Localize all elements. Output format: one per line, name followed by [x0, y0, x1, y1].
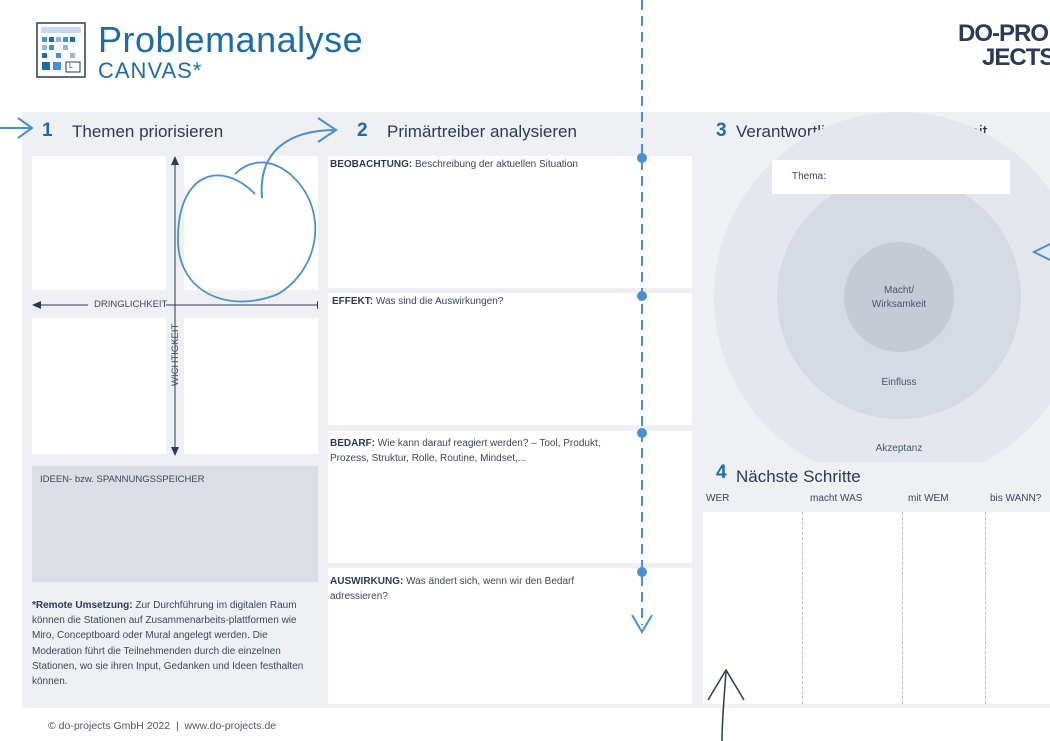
driver-cell-impact[interactable]: [328, 568, 692, 704]
circle-inner-label: Macht/ Wirksamkeit: [871, 285, 927, 310]
section-2-number: 2: [357, 120, 368, 141]
circle-middle-label: Einfluss: [881, 377, 917, 388]
need-bold: BEDARF:: [330, 438, 375, 449]
logo-line-2: JECTS: [982, 44, 1050, 71]
column-divider: [902, 512, 903, 704]
driver-cell-effect[interactable]: [328, 293, 692, 425]
driver-cell-observation[interactable]: [328, 156, 692, 288]
section-4-title: Nächste Schritte: [736, 467, 861, 486]
column-what: macht WAS: [810, 493, 863, 504]
section-1-title: Themen priorisieren: [72, 122, 224, 141]
observation-bold: BEOBACHTUNG:: [330, 159, 413, 170]
impact-desc: Was ändert sich, wenn wir den Bedarf adr…: [330, 576, 575, 602]
driver-cell-need[interactable]: [328, 431, 692, 563]
influence-circles: [714, 112, 1050, 462]
section-1-number: 1: [42, 120, 53, 141]
need-text: BEDARF: Wie kann darauf reagiert werden?…: [330, 436, 630, 466]
column-divider: [985, 512, 986, 704]
company-logo: DO-PRO JECTS: [958, 22, 1050, 72]
footer-copyright: © do-projects GmbH 2022 | www.do-project…: [48, 720, 277, 732]
circle-outer-label: Akzeptanz: [875, 443, 923, 454]
effect-text: EFFEKT: Was sind die Auswirkungen?: [332, 294, 632, 309]
remote-note-text: Zur Durchführung im digitalen Raum könne…: [32, 600, 304, 688]
column-who: WER: [706, 493, 730, 504]
column-with-whom: mit WEM: [908, 493, 949, 504]
remote-note-bold: *Remote Umsetzung:: [32, 600, 133, 611]
canvas-illustration-icon: L: [36, 22, 86, 78]
topic-field[interactable]: [772, 160, 1010, 194]
logo-line-1: DO-PRO: [958, 20, 1049, 47]
impact-bold: AUSWIRKUNG:: [330, 576, 404, 587]
axis-x-label: DRINGLICHKEIT: [94, 299, 168, 310]
section-2-title: Primärtreiber analysieren: [387, 122, 577, 141]
quadrant-bottom-left[interactable]: [32, 318, 166, 454]
impact-text: AUSWIRKUNG: Was ändert sich, wenn wir de…: [330, 574, 600, 604]
quadrant-top-left[interactable]: [32, 156, 166, 290]
ideas-storage-label: IDEEN- bzw. SPANNUNGSSPEICHER: [40, 474, 205, 485]
next-steps-table[interactable]: [703, 512, 1050, 704]
page-title: Problemanalyse: [98, 19, 364, 60]
column-divider: [802, 512, 803, 704]
effect-desc: Was sind die Auswirkungen?: [373, 296, 504, 307]
page-subtitle: CANVAS*: [98, 58, 203, 83]
observation-desc: Beschreibung der aktuellen Situation: [412, 159, 578, 170]
effect-bold: EFFEKT:: [332, 296, 374, 307]
need-desc: Wie kann darauf reagiert werden? – Tool,…: [330, 438, 601, 464]
remote-note: *Remote Umsetzung: Zur Durchführung im d…: [32, 598, 314, 689]
column-when: bis WANN?: [990, 493, 1042, 504]
quadrant-bottom-right[interactable]: [184, 318, 318, 454]
observation-text: BEOBACHTUNG: Beschreibung der aktuellen …: [330, 157, 630, 172]
section-3-number: 3: [716, 120, 727, 141]
ideas-storage-box[interactable]: [32, 466, 318, 582]
illustration-label: L: [69, 63, 73, 70]
topic-label: Thema:: [792, 171, 826, 182]
section-4-number: 4: [716, 462, 727, 483]
